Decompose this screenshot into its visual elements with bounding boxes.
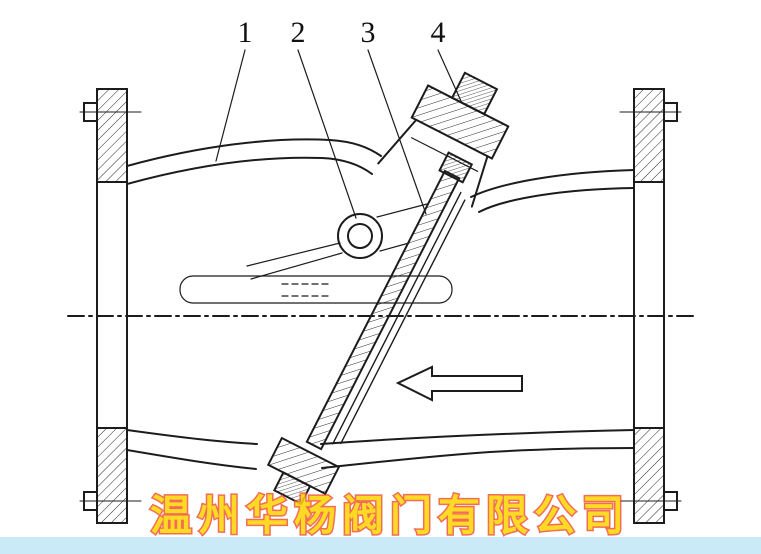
open-disc-phantom xyxy=(179,275,453,304)
part-label-2: 2 xyxy=(291,16,306,49)
part-label-1: 1 xyxy=(238,16,253,49)
left-flange xyxy=(79,88,142,524)
part-label-3: 3 xyxy=(361,16,376,49)
right-flange xyxy=(619,88,682,524)
flow-arrow xyxy=(395,365,523,402)
leader-line-1 xyxy=(215,49,246,162)
bottom-stripe xyxy=(0,537,761,554)
hinge xyxy=(246,203,428,280)
leader-lines xyxy=(215,49,462,219)
company-watermark: 温州华杨阀门有限公司 xyxy=(150,491,630,540)
leader-line-3 xyxy=(367,49,427,215)
valve-body xyxy=(126,138,635,470)
leader-line-2 xyxy=(297,49,357,219)
leader-line-4 xyxy=(437,49,462,102)
part-label-4: 4 xyxy=(431,16,446,49)
bonnet xyxy=(377,71,510,208)
disc-assembly xyxy=(266,151,474,506)
